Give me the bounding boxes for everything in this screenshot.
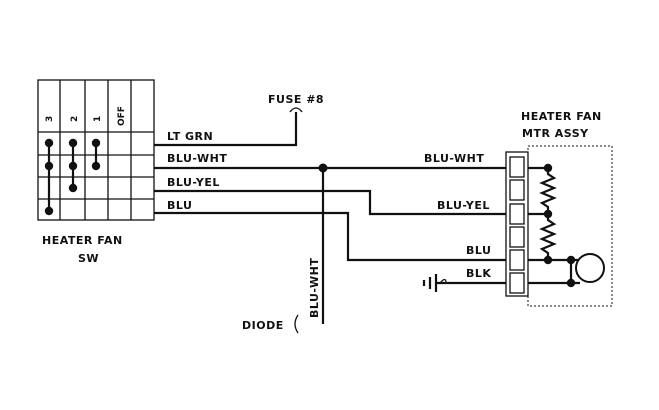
contact-dot (91, 161, 101, 171)
motor-icon (575, 253, 605, 283)
wire-label-blu-left: BLU (167, 199, 192, 212)
terminal-dot (543, 255, 553, 265)
heater-fan-motor-assembly: HEATER FAN MTR ASSY (505, 110, 613, 307)
contact-dot (91, 138, 101, 148)
resistor-upper (539, 168, 557, 214)
switch-position-1: 1 (93, 116, 103, 122)
ground-icon (422, 274, 447, 292)
terminal-dot (543, 209, 553, 219)
contact-dot (68, 138, 78, 148)
wire-label-blu-wht-left: BLU-WHT (167, 152, 227, 165)
switch-position-2: 2 (70, 116, 80, 122)
switch-label-line2: SW (78, 252, 99, 265)
fuse-label: FUSE #8 (268, 93, 324, 106)
wire-blu-yel (154, 189, 506, 216)
switch-position-3: 3 (45, 116, 55, 122)
motor-label-line2: MTR ASSY (522, 127, 589, 140)
wire-label-blu-right: BLU (466, 244, 491, 257)
switch-label-line1: HEATER FAN (42, 234, 123, 247)
contact-dot (68, 161, 78, 171)
fuse-8: FUSE #8 (268, 93, 324, 113)
wire-label-blu-wht-vertical: BLU-WHT (308, 258, 321, 318)
heater-fan-switch: 3 2 1 OFF HEATER FAN SW (37, 79, 155, 265)
wire-label-lt-grn: LT GRN (167, 130, 213, 143)
diode-label: DIODE (242, 319, 284, 332)
switch-body (37, 79, 155, 221)
resistor-lower (539, 214, 557, 260)
wire-blu (154, 211, 506, 262)
wire-label-blk: BLK (466, 267, 491, 280)
motor-connector (505, 151, 529, 297)
wire-label-blu-yel-right: BLU-YEL (437, 199, 490, 212)
motor-assembly-outline (527, 145, 613, 307)
contact-dot (44, 206, 54, 216)
wire-lt-grn (154, 112, 298, 147)
motor-label-line1: HEATER FAN (521, 110, 602, 123)
contact-dot (44, 161, 54, 171)
switch-position-off: OFF (117, 106, 127, 126)
contact-dot (44, 138, 54, 148)
wiring: LT GRN FUSE #8 BLU-WHT BLU-WHT BLU-WHT D… (154, 93, 506, 334)
terminal-dot (543, 163, 553, 173)
wire-label-blu-yel-left: BLU-YEL (167, 176, 220, 189)
wire-label-blu-wht-right: BLU-WHT (424, 152, 484, 165)
diode: DIODE (242, 314, 299, 334)
contact-dot (68, 183, 78, 193)
